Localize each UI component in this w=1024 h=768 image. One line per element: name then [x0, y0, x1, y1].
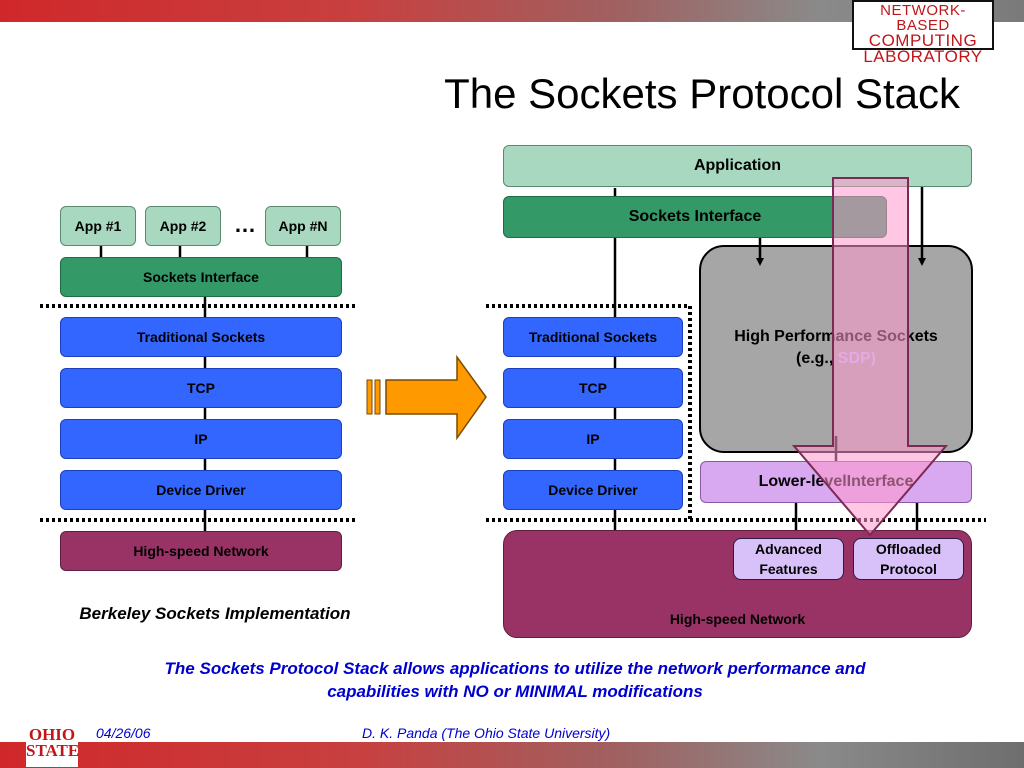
hps-line2: (e.g., SDP): [796, 348, 876, 370]
app-n-box: App #N: [265, 206, 341, 246]
left-caption: Berkeley Sockets Implementation: [79, 604, 351, 623]
offloaded-protocol-line: Protocol: [880, 561, 937, 577]
left-device-driver: Device Driver: [60, 470, 342, 510]
bottom-banner: [0, 742, 1024, 768]
bottom-caption: The Sockets Protocol Stack allows applic…: [60, 657, 970, 703]
lab-logo-line: COMPUTING: [868, 31, 978, 50]
right-ip: IP: [503, 419, 683, 459]
hps-line2-prefix: (e.g.,: [795, 350, 838, 367]
orange-stripe: [374, 379, 381, 415]
advanced-features-line: Features: [759, 561, 818, 577]
left-tcp: TCP: [60, 368, 342, 408]
lab-logo: NETWORK-BASED COMPUTING LABORATORY: [852, 0, 994, 65]
hps-line1: High Performance Sockets: [734, 328, 938, 345]
bottom-caption-line: The Sockets Protocol Stack allows applic…: [164, 659, 866, 678]
right-device-driver: Device Driver: [503, 470, 683, 510]
advanced-features-line: Advanced: [755, 541, 822, 557]
app-1-box: App #1: [60, 206, 136, 246]
ohio-state-logo: OHIO STATE: [26, 725, 80, 767]
separator-line: [486, 304, 692, 520]
offloaded-protocol-box: Offloaded Protocol: [853, 538, 964, 580]
footer-author: D. K. Panda (The Ohio State University): [362, 725, 611, 741]
ellipsis: …: [234, 212, 256, 237]
advanced-features-box: Advanced Features: [733, 538, 844, 580]
right-tcp: TCP: [503, 368, 683, 408]
lab-logo-line: LABORATORY: [863, 47, 983, 66]
slide-title: The Sockets Protocol Stack: [444, 70, 960, 117]
osu-logo-line: STATE: [26, 741, 80, 760]
lower-level-interface: Lower-level Interface: [700, 461, 972, 503]
lower-level-highlight: Interface: [846, 473, 914, 490]
lower-level-prefix: Lower-level: [758, 473, 847, 490]
orange-block-arrow: [385, 354, 487, 441]
app-2-box: App #2: [145, 206, 221, 246]
bottom-caption-line: capabilities with NO or MINIMAL modifica…: [327, 682, 703, 701]
left-sockets-interface: Sockets Interface: [60, 257, 342, 297]
footer-date: 04/26/06: [96, 725, 151, 741]
hps-label: High Performance Sockets (e.g., SDP): [700, 318, 972, 378]
osu-logo-line: OHIO: [28, 725, 76, 744]
orange-stripe: [366, 379, 373, 415]
application-box: Application: [503, 145, 972, 187]
right-network-label: High-speed Network: [669, 611, 806, 627]
left-traditional-sockets: Traditional Sockets: [60, 317, 342, 357]
top-banner: [0, 0, 1024, 22]
left-ip: IP: [60, 419, 342, 459]
lab-logo-line: NETWORK-BASED: [880, 2, 966, 34]
hps-line2-highlight: SDP): [837, 350, 876, 367]
offloaded-protocol-line: Offloaded: [875, 541, 942, 557]
right-sockets-interface: Sockets Interface: [503, 196, 887, 238]
right-traditional-sockets: Traditional Sockets: [503, 317, 683, 357]
left-high-speed-network: High-speed Network: [60, 531, 342, 571]
